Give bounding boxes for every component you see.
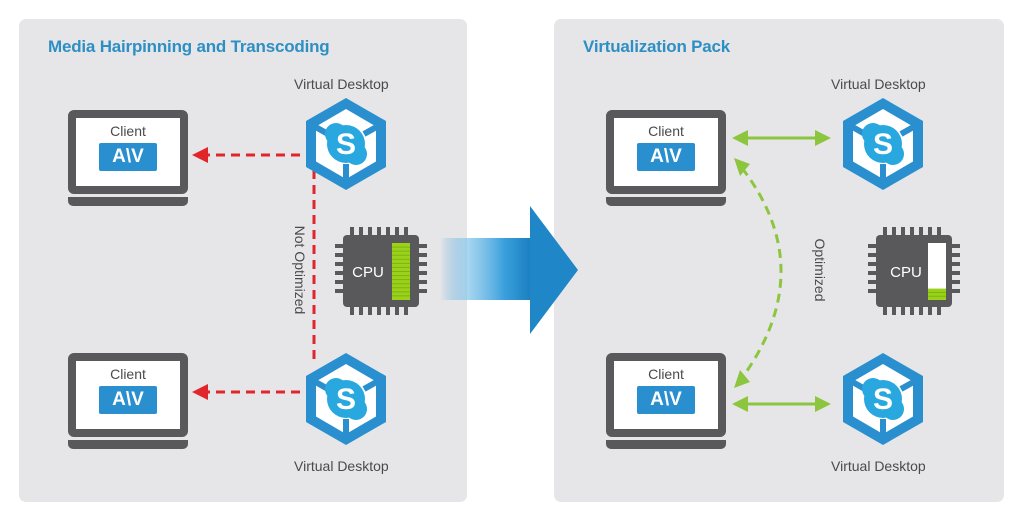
client-label: Client <box>648 123 684 139</box>
laptop-icon: Client A\V <box>606 353 726 437</box>
av-badge: A\V <box>99 143 157 171</box>
av-badge: A\V <box>637 386 695 414</box>
laptop-icon: Client A\V <box>606 110 726 194</box>
laptop-base <box>68 197 188 206</box>
virtual-desktop-label: Virtual Desktop <box>294 458 389 474</box>
laptop-icon: Client A\V <box>68 110 188 194</box>
client-laptop: Client A\V <box>606 110 726 206</box>
av-badge: A\V <box>99 386 157 414</box>
virtual-desktop-label: Virtual Desktop <box>294 76 389 92</box>
virtual-desktop-label: Virtual Desktop <box>831 76 926 92</box>
laptop-base <box>68 440 188 449</box>
client-label: Client <box>110 366 146 382</box>
laptop-base <box>606 440 726 449</box>
client-label: Client <box>110 123 146 139</box>
panel-title: Virtualization Pack <box>583 37 731 56</box>
client-laptop: Client A\V <box>606 353 726 449</box>
laptop-icon: Client A\V <box>68 353 188 437</box>
laptop-base <box>606 197 726 206</box>
client-laptop: Client A\V <box>68 353 188 449</box>
virtual-desktop-label: Virtual Desktop <box>831 458 926 474</box>
optimized-label: Optimized <box>812 238 828 302</box>
av-badge: A\V <box>637 143 695 171</box>
client-laptop: Client A\V <box>68 110 188 206</box>
not-optimized-label: Not Optimized <box>292 225 308 315</box>
client-label: Client <box>648 366 684 382</box>
panel-title: Media Hairpinning and Transcoding <box>48 37 330 56</box>
